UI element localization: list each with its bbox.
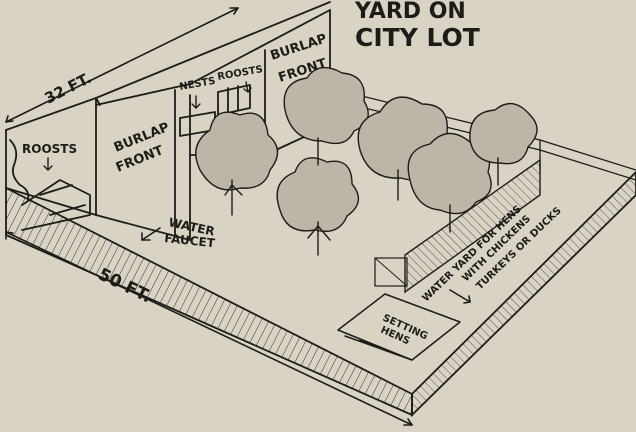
nests-label: NESTS	[179, 76, 217, 93]
faucet-arrow	[141, 227, 161, 241]
title-line2: CITY LOT	[355, 23, 480, 52]
tree-5	[407, 132, 492, 233]
dimension-32ft-arrow	[5, 7, 239, 123]
front-fence	[5, 170, 636, 418]
nests-arrow	[191, 95, 201, 109]
tree-2	[276, 157, 360, 256]
water-faucet-2: FAUCET	[164, 231, 217, 250]
tree-3	[283, 66, 369, 166]
water-yard-arrow	[449, 289, 471, 304]
title-line1: YARD ON	[354, 0, 466, 24]
tree-6	[469, 102, 538, 186]
inner-fence	[374, 158, 541, 294]
roosts-arrow-left	[43, 157, 53, 171]
roosts-left-label: ROOSTS	[22, 142, 77, 156]
tree-1	[195, 111, 279, 216]
setting-hens-box	[337, 293, 461, 361]
roosts-arrow-right	[243, 81, 252, 93]
